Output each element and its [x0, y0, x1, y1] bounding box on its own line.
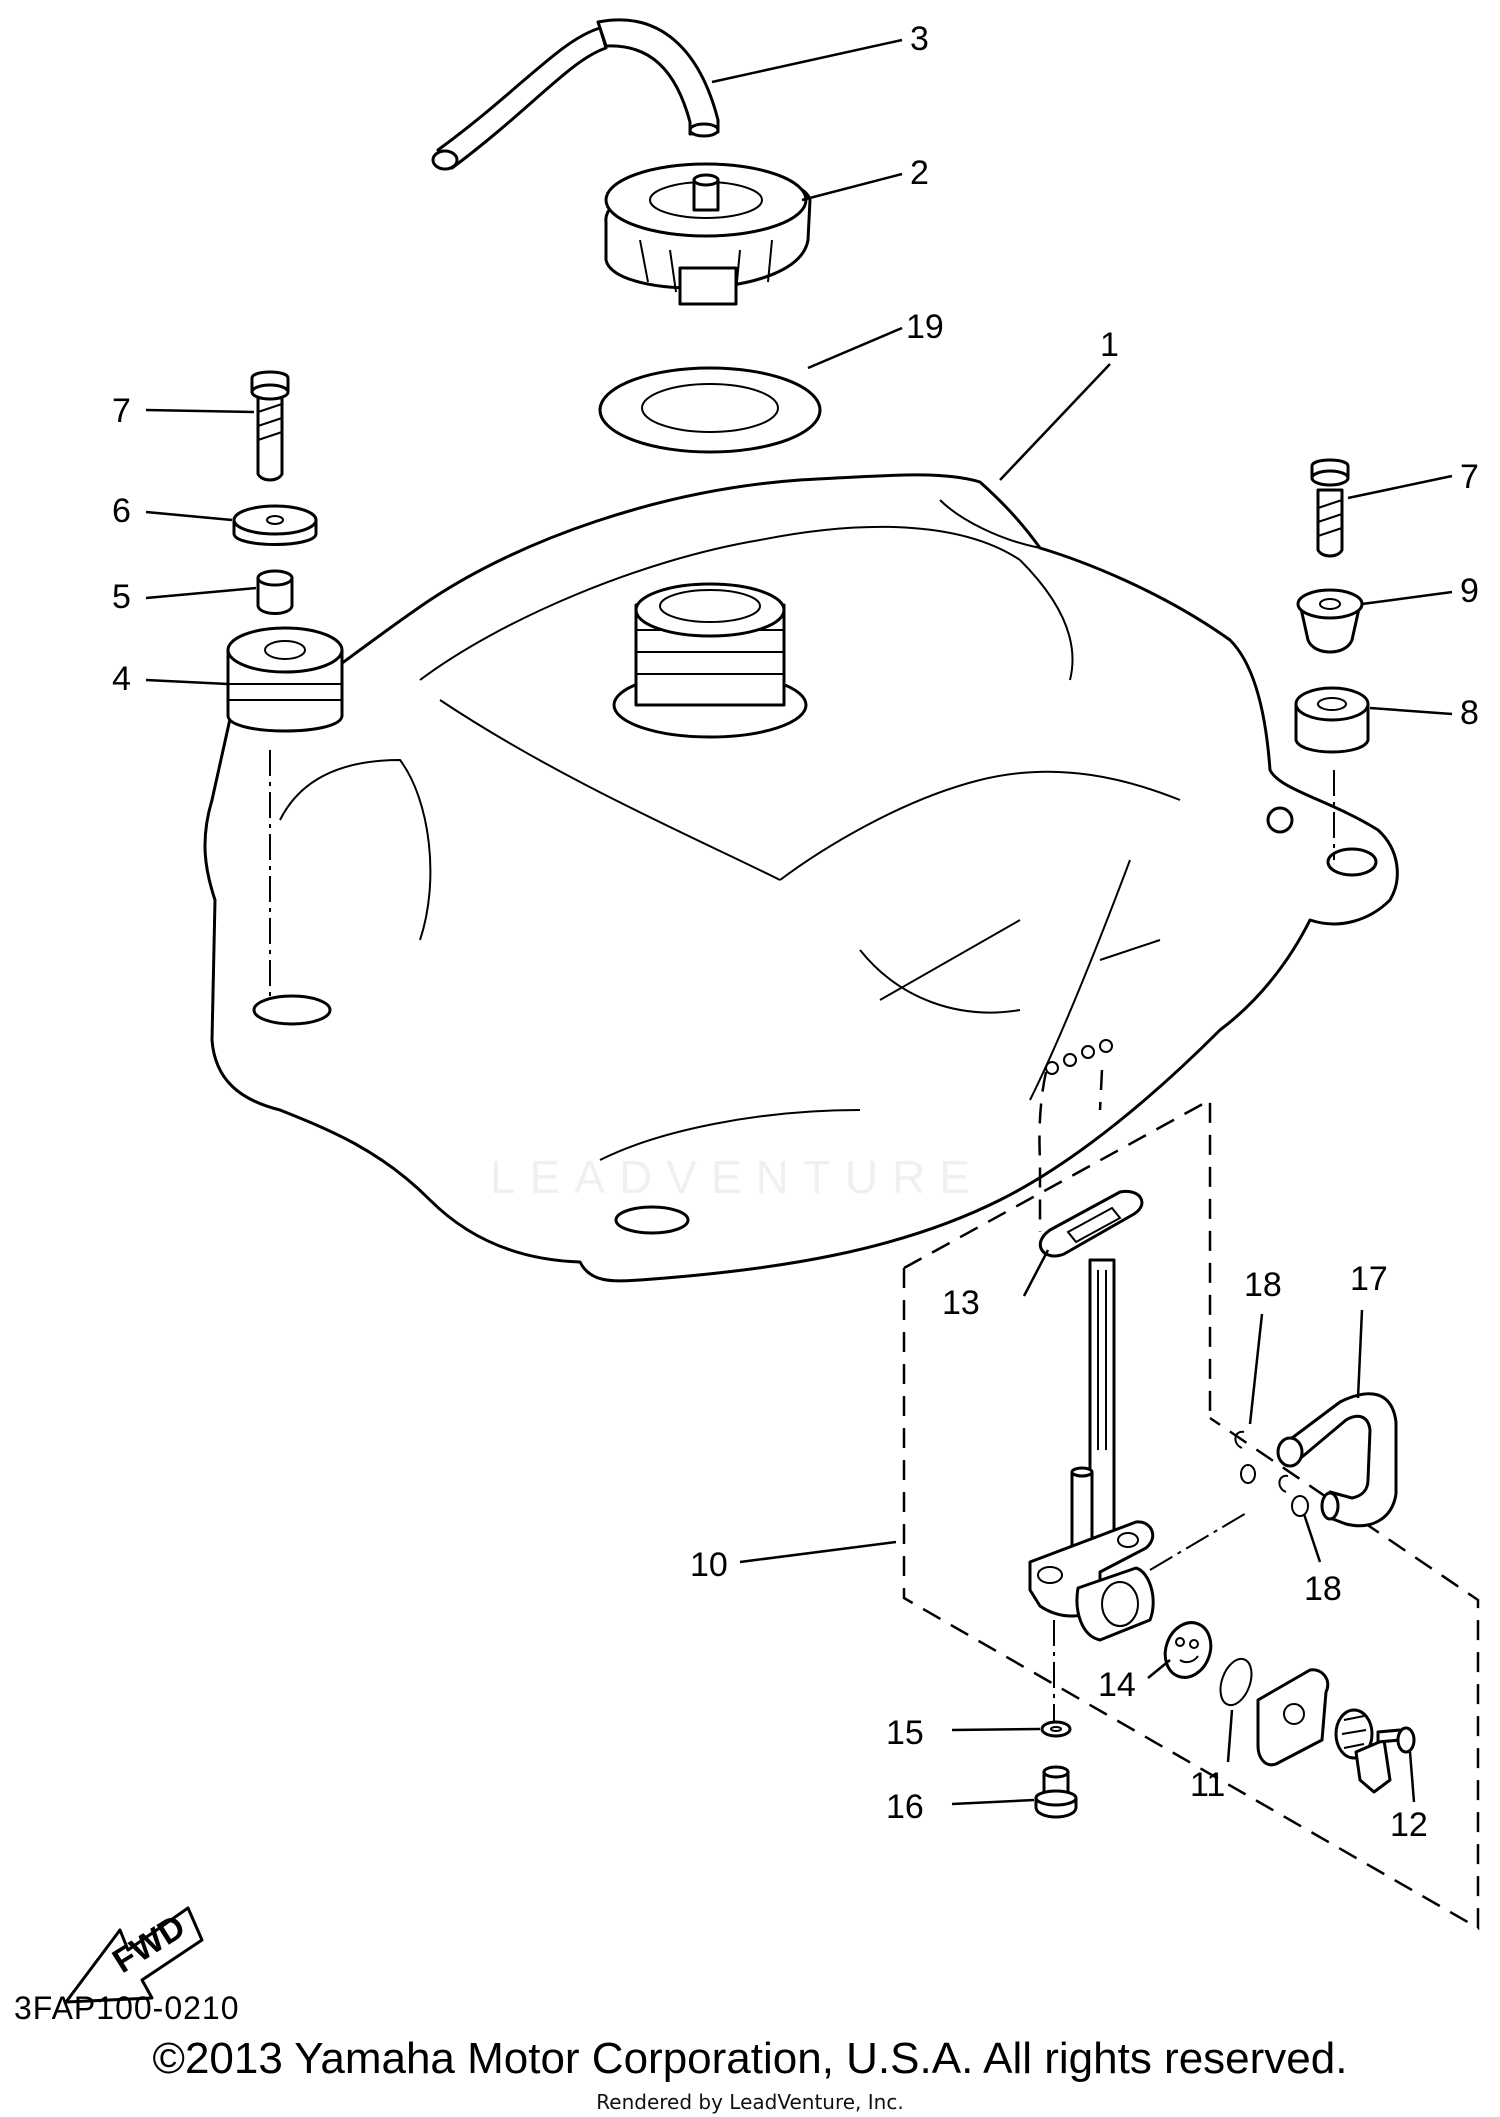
fuel-tank	[203, 473, 1399, 1283]
hose-clips	[1234, 1430, 1309, 1517]
breather-hose	[431, 18, 720, 171]
fuel-cock-group-outline	[902, 1039, 1480, 1931]
callout-6: 6	[112, 492, 131, 530]
washer-15	[1040, 1720, 1072, 1738]
fuel-hose	[1276, 1392, 1398, 1528]
bolt-16	[1034, 1765, 1078, 1819]
left-mount-hardware	[226, 370, 344, 1000]
callout-labels: 3 2 19 1 7 6 5 4 7 9 8 13 18 17 10 18 14…	[112, 20, 1479, 1844]
callout-13: 13	[942, 1284, 980, 1322]
copyright-notice: ©2013 Yamaha Motor Corporation, U.S.A. A…	[152, 2034, 1348, 2083]
cock-lever	[1334, 1708, 1392, 1794]
fwd-arrow-icon: FWD	[64, 1906, 204, 2004]
callout-16: 16	[886, 1788, 924, 1826]
lever-screw	[1376, 1726, 1416, 1754]
o-ring	[1219, 1657, 1253, 1707]
callout-18-top: 18	[1244, 1266, 1282, 1304]
callout-18-bottom: 18	[1304, 1570, 1342, 1608]
cock-gasket	[1038, 1189, 1144, 1258]
callout-11: 11	[1190, 1766, 1225, 1804]
callout-7-left: 7	[112, 392, 131, 430]
catalog-code: 3FAP100-0210	[14, 1990, 240, 2026]
fuel-cap	[604, 162, 812, 306]
callout-9: 9	[1460, 572, 1479, 610]
watermark: LEADVENTURE	[490, 1151, 984, 1203]
callout-4: 4	[112, 660, 131, 698]
right-mount-hardware	[1294, 458, 1370, 860]
lever-plate	[1256, 1668, 1330, 1767]
callout-5: 5	[112, 578, 131, 616]
callout-10: 10	[690, 1546, 728, 1584]
callout-8: 8	[1460, 694, 1479, 732]
leader-lines	[145, 38, 1453, 1806]
callout-15: 15	[886, 1714, 924, 1752]
cap-gasket	[598, 366, 822, 454]
cock-gasket-14	[1163, 1621, 1213, 1679]
fuel-cock	[1028, 1258, 1249, 1730]
callout-3: 3	[910, 20, 929, 58]
callout-14: 14	[1098, 1666, 1136, 1704]
callout-17: 17	[1350, 1260, 1388, 1298]
callout-19: 19	[906, 308, 944, 346]
callout-1: 1	[1100, 326, 1119, 364]
callout-12: 12	[1390, 1806, 1428, 1844]
render-credit: Rendered by LeadVenture, Inc.	[596, 2090, 904, 2114]
callout-7-right: 7	[1460, 458, 1479, 496]
callout-2: 2	[910, 154, 929, 192]
